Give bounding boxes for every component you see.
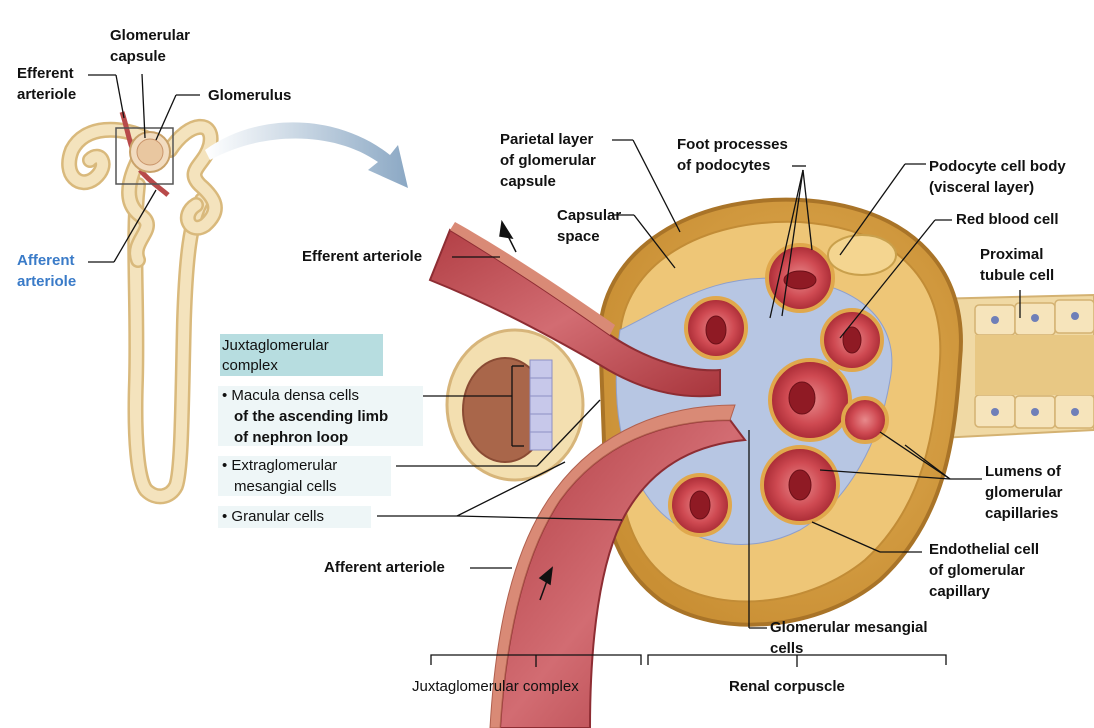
label-afferent-line2: arteriole [17,273,77,290]
label-efferent-line1: Efferent [17,65,74,82]
jg-macula-line3: of nephron loop [234,429,349,446]
bracket-label-renal-corpuscle: Renal corpuscle [729,678,845,695]
label-mesangial-line2: cells [770,640,804,657]
label-podocyte-line1: Podocyte cell body [929,158,1066,175]
nephron-illustration [61,111,223,505]
label-endothelial-line1: Endothelial cell [929,541,1040,558]
jg-macula-box [218,386,423,446]
jg-extraglomerular-line1: • Extraglomerular [222,457,338,474]
bracket-label-jg-complex: Juxtaglomerular complex [412,678,579,695]
label-proximal-line1: Proximal [980,246,1044,263]
jg-granular-box [218,506,371,528]
label-capsular-space-line1: Capsular [557,207,622,224]
jg-extraglomerular-line2: mesangial cells [234,478,337,495]
leader-lines [88,73,1021,667]
corpuscle-illustration [428,197,1094,728]
label-endothelial-line3: capillary [929,583,990,600]
label-lumens-line3: capillaries [985,505,1059,522]
label-efferent-line2: arteriole [17,86,77,103]
label-podocyte-line2: (visceral layer) [929,179,1035,196]
jg-extraglomerular-box [218,456,391,496]
jg-macula-line1: • Macula densa cells [222,387,359,404]
label-foot-processes-line1: Foot processes [677,136,788,153]
label-parietal-line2: of glomerular [500,152,596,169]
jg-granular: • Granular cells [222,508,324,525]
label-capsular-space-line2: space [557,228,600,245]
label-efferent-arteriole: Efferent arteriole [302,248,423,265]
label-glomerulus: Glomerulus [208,87,292,104]
label-mesangial-line1: Glomerular mesangial [770,619,928,636]
label-foot-processes-line2: of podocytes [677,157,771,174]
label-afferent-arteriole: Afferent arteriole [324,559,445,576]
label-lumens-line2: glomerular [985,484,1063,501]
jg-title-line2: complex [222,357,278,374]
label-red-blood-cell: Red blood cell [956,211,1059,228]
label-proximal-line2: tubule cell [980,267,1055,284]
jg-macula-line2: of the ascending limb [234,408,389,425]
label-lumens-line1: Lumens of [985,463,1061,480]
flow-arrows [499,219,553,601]
label-parietal-line3: capsule [500,173,556,190]
zoom-arrow [205,122,408,188]
label-parietal-line1: Parietal layer [500,131,594,148]
label-glomerular-capsule-line2: capsule [110,48,166,65]
label-afferent-line1: Afferent [17,252,75,269]
label-endothelial-line2: of glomerular [929,562,1025,579]
jg-title-box [220,334,383,376]
jg-title-line1: Juxtaglomerular [222,337,329,354]
label-glomerular-capsule-line1: Glomerular [110,27,191,44]
